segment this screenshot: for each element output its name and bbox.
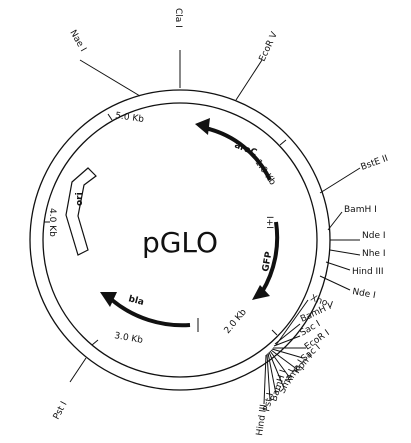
- tick-bamh2: [274, 323, 301, 345]
- scale-label-4kb: 4.0 Kb: [47, 208, 57, 237]
- tick-hind: [325, 261, 351, 271]
- gene-mark: I+I: [264, 216, 274, 229]
- tick-ecorv: [235, 59, 263, 101]
- tick-sac1: [273, 335, 301, 347]
- tick-sma: [268, 351, 285, 389]
- bla-arc: [110, 298, 191, 328]
- scale-label-3kb: 3.0 Kb: [113, 331, 143, 346]
- tick-pst1: [266, 353, 271, 401]
- ori-arrow: [65, 167, 97, 256]
- tick-xho: [275, 299, 309, 346]
- tick-kpn: [270, 349, 299, 371]
- tick-hind2: [263, 354, 267, 405]
- scale-tick-1kb: [279, 139, 287, 146]
- tick-sac2: [271, 348, 304, 359]
- scale-tick-5kb: [107, 113, 113, 121]
- arac-arrowhead: [195, 118, 210, 135]
- tick-bamh3: [267, 352, 277, 395]
- site-label-bamh: BamH I: [344, 205, 377, 215]
- site-label-nde2: Nde I: [351, 287, 376, 301]
- gene-label-bla: bla: [127, 294, 145, 308]
- site-label-pst2: Pst I: [52, 400, 70, 421]
- plasmid-title: pGLO: [142, 226, 218, 259]
- tick-nde2: [319, 275, 351, 291]
- site-label-hind2: Hind III: [255, 404, 269, 437]
- tick-xma: [269, 350, 291, 379]
- site-label-cla: Cla I: [173, 8, 183, 28]
- arac-arc: [204, 126, 272, 181]
- scale-tick-2kb: [271, 329, 278, 336]
- gene-label-ori: ori: [75, 192, 85, 206]
- site-ticks: [69, 50, 361, 405]
- site-label-pst1: Pst I: [262, 392, 276, 413]
- gene-label-arac: araC: [233, 141, 259, 159]
- gfp-arc: [260, 221, 280, 294]
- scale-ticks: [44, 113, 287, 346]
- site-label-nde1: Nde I: [362, 231, 386, 241]
- site-label-bste: BstE II: [360, 154, 390, 173]
- scale-tick-3kb: [91, 339, 99, 346]
- tick-bste: [319, 167, 361, 194]
- site-label-nhe: Nhe I: [362, 249, 386, 259]
- plasmid-inner-ring: [42, 102, 318, 378]
- site-label-hind: Hind III: [352, 267, 384, 277]
- tick-nhe: [329, 249, 361, 256]
- tick-bamh: [327, 211, 343, 231]
- site-label-ecorv: EcoR V: [258, 30, 281, 63]
- scale-label-2kb: 2.0 Kb: [223, 307, 249, 336]
- scale-label-1kb: 1.0 Kb: [253, 158, 278, 188]
- gfp-arrowhead: [252, 285, 270, 300]
- tick-pst2: [69, 357, 87, 383]
- scale-label-5kb: 5.0 Kb: [115, 111, 145, 125]
- gene-label-gfp: GFP: [261, 251, 274, 273]
- bla-arrowhead: [100, 292, 117, 307]
- tick-nae: [79, 59, 141, 97]
- site-label-nae: Nae I: [67, 29, 87, 54]
